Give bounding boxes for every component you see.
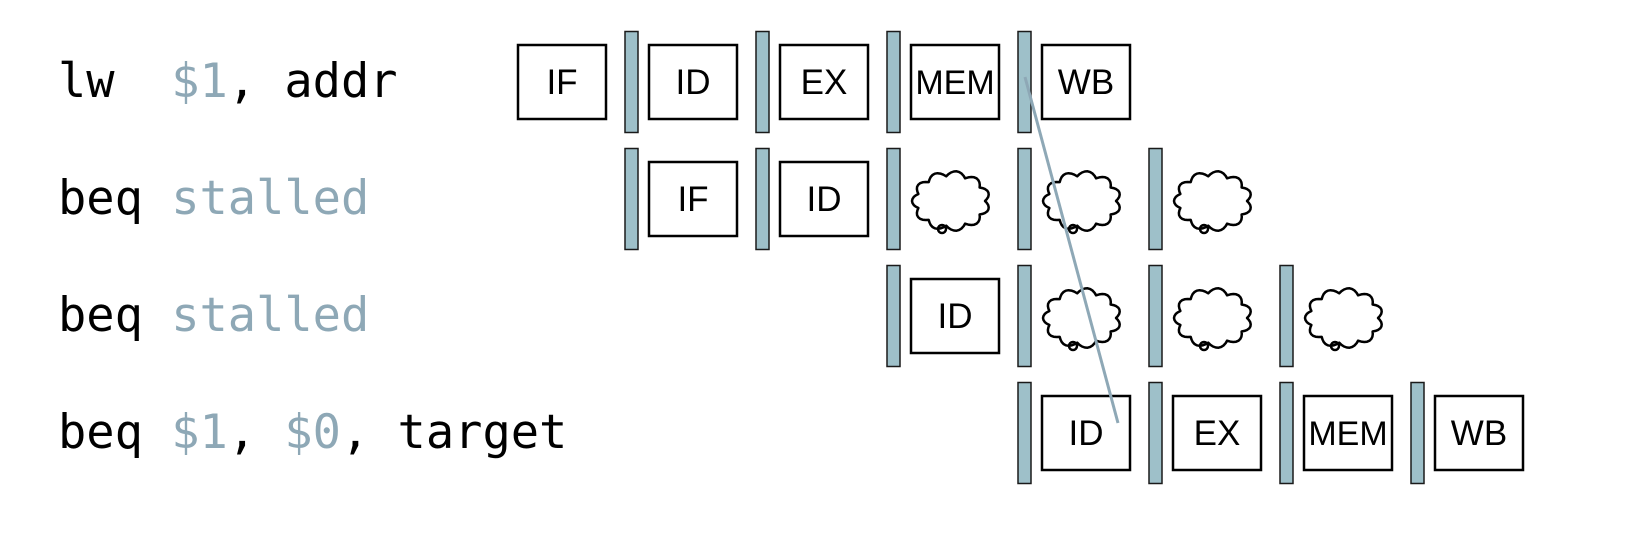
pipeline-register: [1279, 264, 1294, 368]
instruction-4: beq $1, $0, target: [58, 405, 567, 461]
stage-box-if: [516, 43, 608, 121]
bubble-icon: [1198, 340, 1210, 352]
stage-label: ID: [676, 63, 711, 102]
pipeline-register: [1148, 264, 1163, 368]
pipeline-register: [1017, 147, 1032, 251]
pipeline-register: [755, 147, 770, 251]
bubble-icon: [1303, 287, 1383, 349]
pipeline-register: [1017, 30, 1032, 134]
stage-label: ID: [807, 180, 842, 219]
stage-label: EX: [1194, 414, 1241, 453]
stage-label: IF: [677, 180, 708, 219]
stage-box-ex: [1171, 394, 1263, 472]
stage-box-mem: [909, 43, 1001, 121]
pipeline-register: [755, 30, 770, 134]
bubble-icon: [1172, 170, 1252, 232]
stage-label: MEM: [915, 64, 994, 102]
bubble-icon: [1329, 340, 1341, 352]
stage-box-id: [909, 277, 1001, 355]
stage-label: WB: [1058, 63, 1114, 102]
stage-box-ex: [778, 43, 870, 121]
pipeline-row-2: IF ID: [624, 147, 1252, 251]
stage-label: IF: [546, 63, 577, 102]
stage-box-wb: [1040, 43, 1132, 121]
stage-box-id: [647, 43, 739, 121]
pipeline-register: [624, 147, 639, 251]
stage-box-id: [778, 160, 870, 238]
stage-label: ID: [938, 297, 973, 336]
pipeline-register: [624, 30, 639, 134]
bubble-icon: [1041, 287, 1121, 349]
register-operand: stalled: [171, 171, 370, 226]
register-operand: $1: [171, 54, 228, 109]
bubble-icon: [936, 223, 948, 235]
pipeline-register: [1017, 381, 1032, 485]
pipeline-register: [1148, 381, 1163, 485]
pipeline-register: [886, 147, 901, 251]
stage-box-wb: [1433, 394, 1525, 472]
stage-label: EX: [801, 63, 848, 102]
instruction-2: beq stalled: [58, 171, 369, 227]
instruction-token: beq: [58, 405, 172, 460]
pipeline-register: [1279, 381, 1294, 485]
stage-box-mem: [1302, 394, 1394, 472]
instruction-3: beq stalled: [58, 288, 369, 344]
bubble-icon: [1041, 170, 1121, 232]
register-operand: $1: [171, 405, 228, 460]
instruction-token: beq: [58, 288, 172, 343]
pipeline-register: [1148, 147, 1163, 251]
register-operand: $0: [284, 405, 341, 460]
stage-label: WB: [1451, 414, 1507, 453]
bubble-icon: [1067, 223, 1079, 235]
bubble-icon: [910, 170, 990, 232]
bubble-icon: [1172, 287, 1252, 349]
stage-label: ID: [1069, 414, 1104, 453]
pipeline-register: [1410, 381, 1425, 485]
stage-label: MEM: [1308, 415, 1387, 453]
pipeline-row-3: ID: [886, 264, 1383, 368]
instruction-1: lw $1, addr: [58, 54, 398, 110]
instruction-token: lw: [58, 54, 172, 109]
pipeline-register: [886, 30, 901, 134]
register-operand: stalled: [171, 288, 370, 343]
instruction-token: , target: [340, 405, 568, 460]
instruction-token: ,: [227, 405, 285, 460]
bubble-icon: [1198, 223, 1210, 235]
pipeline-register: [886, 264, 901, 368]
forwarding-line: [1023, 76, 1120, 424]
pipeline-row-1: IF ID EX MEM WB: [516, 30, 1132, 134]
stage-box-if: [647, 160, 739, 238]
bubble-icon: [1067, 340, 1079, 352]
pipeline-row-4: ID EX MEM WB: [1017, 381, 1525, 485]
instruction-token: beq: [58, 171, 172, 226]
instruction-token: , addr: [227, 54, 398, 109]
pipeline-register: [1017, 264, 1032, 368]
